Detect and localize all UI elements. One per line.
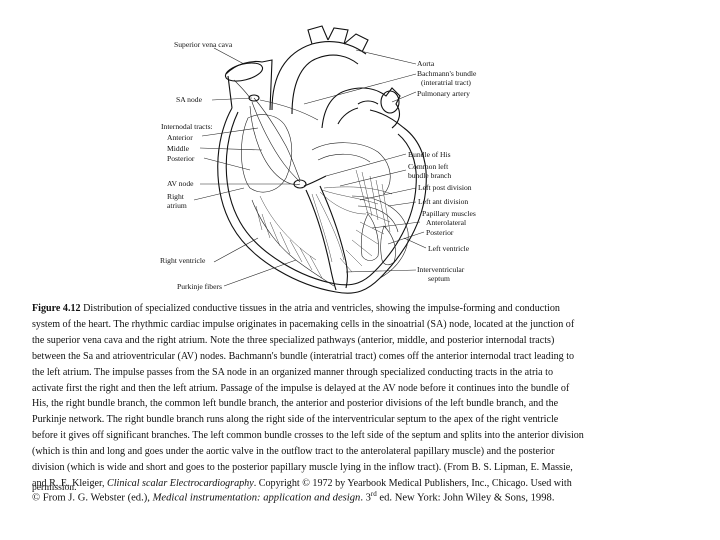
label-av-node: AV node — [167, 179, 194, 188]
label-bachmanns-bundle-line2: (interatrial tract) — [421, 78, 471, 87]
label-right-ventricle: Right ventricle — [160, 256, 206, 265]
label-interventricular-septum-line1: Interventricular — [417, 265, 465, 274]
label-right-atrium-line1: Right — [167, 192, 185, 201]
label-interventricular-septum-line2: septum — [428, 274, 450, 283]
heart-conduction-diagram: Superior vena cava SA node Internodal tr… — [0, 0, 720, 300]
label-papillary-muscles: Papillary muscles — [422, 209, 476, 218]
label-posterior: Posterior — [167, 154, 195, 163]
caption-line: Figure 4.12 Distribution of specialized … — [32, 301, 692, 317]
label-left-ant-division: Left ant division — [418, 197, 468, 206]
label-common-left-bundle-line1: Common left — [408, 162, 449, 171]
caption-line: activate first the right and then the le… — [32, 381, 692, 397]
caption-line: Purkinje network. The right bundle branc… — [32, 412, 692, 428]
figure-number: Figure 4.12 — [32, 303, 81, 314]
caption-line: division (which is wide and short and go… — [32, 460, 692, 476]
label-bundle-of-his: Bundle of His — [408, 150, 451, 159]
caption-line: between the Sa and atrioventricular (AV)… — [32, 349, 692, 365]
label-anterior: Anterior — [167, 133, 193, 142]
label-aorta: Aorta — [417, 59, 435, 68]
caption-line: system of the heart. The rhythmic cardia… — [32, 317, 692, 333]
caption-line: (which is thin and long and goes under t… — [32, 444, 692, 460]
heart-illustration — [218, 26, 427, 293]
label-bachmanns-bundle-line1: Bachmann's bundle — [417, 69, 477, 78]
label-left-ventricle: Left ventricle — [428, 244, 470, 253]
caption-line: the superior vena cava and the right atr… — [32, 333, 692, 349]
figure-caption: Figure 4.12 Distribution of specialized … — [32, 301, 692, 492]
label-common-left-bundle-line2: bundle branch — [408, 171, 451, 180]
label-right-atrium-line2: atrium — [167, 201, 187, 210]
label-superior-vena-cava: Superior vena cava — [174, 40, 233, 49]
caption-line: His, the right bundle branch, the common… — [32, 396, 692, 412]
label-anterolateral: Anterolateral — [426, 218, 466, 227]
label-purkinje-fibers: Purkinje fibers — [177, 282, 222, 291]
label-middle: Middle — [167, 144, 190, 153]
label-sa-node: SA node — [176, 95, 203, 104]
label-pulmonary-artery: Pulmonary artery — [417, 89, 470, 98]
source-citation: © From J. G. Webster (ed.), Medical inst… — [32, 487, 712, 506]
caption-line: before it gives off significant branches… — [32, 428, 692, 444]
label-left-post-division: Left post division — [418, 183, 472, 192]
label-posterior-papillary: Posterior — [426, 228, 454, 237]
label-internodal-tracts: Internodal tracts: — [161, 122, 213, 131]
caption-line: the left atrium. The impulse passes from… — [32, 365, 692, 381]
